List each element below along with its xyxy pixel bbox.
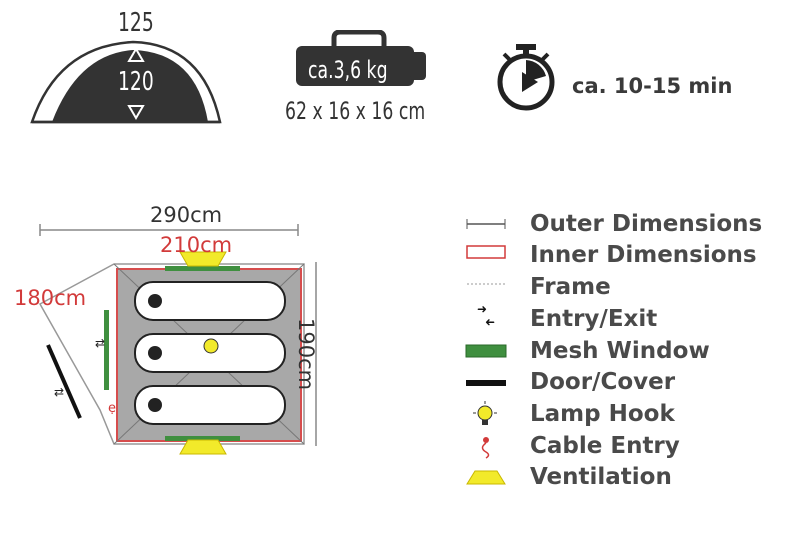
svg-text:⇄: ⇄ xyxy=(95,336,105,350)
ventilation-icon xyxy=(466,470,506,485)
legend-mesh: Mesh Window xyxy=(530,338,710,364)
legend-lamp: Lamp Hook xyxy=(530,401,675,427)
mesh-window-bottom xyxy=(165,436,240,441)
sleeping-bag xyxy=(134,281,286,425)
tent-dome-icon xyxy=(30,40,222,124)
pack-bag-icon xyxy=(296,30,426,86)
pack-weight: ca.3,6 kg xyxy=(308,56,388,84)
entry-exit-arrows: ➜➜ xyxy=(477,302,495,328)
inner-dimension-rect xyxy=(466,245,506,259)
stopwatch-icon xyxy=(497,44,555,111)
outer-dimension-line xyxy=(466,219,506,229)
legend-frame: Frame xyxy=(530,274,611,300)
legend-outer: Outer Dimensions xyxy=(530,211,763,237)
length-label: 190cm xyxy=(294,318,318,391)
lamp-icon xyxy=(203,338,219,354)
legend-door: Door/Cover xyxy=(530,369,676,395)
cable-entry-icon xyxy=(481,437,490,459)
outer-height-label: 125 xyxy=(118,8,154,38)
svg-text:➜: ➜ xyxy=(477,302,487,316)
door-cover-bar xyxy=(466,380,506,386)
legend-inner: Inner Dimensions xyxy=(530,242,757,268)
inner-width-label: 210cm xyxy=(160,233,233,257)
legend-entry: Entry/Exit xyxy=(530,306,658,332)
floor-plan: ⇄ ⇄ ẹ xyxy=(38,224,317,455)
mesh-window-bar xyxy=(465,344,507,358)
svg-text:➜: ➜ xyxy=(485,315,495,328)
svg-text:⇄: ⇄ xyxy=(54,385,64,399)
cable-entry-icon: ẹ xyxy=(108,401,116,416)
legend-cable: Cable Entry xyxy=(530,433,680,459)
legend-vent: Ventilation xyxy=(530,464,672,490)
mesh-window-top xyxy=(165,266,240,271)
door-cover xyxy=(46,344,82,419)
frame-dotted-line xyxy=(467,283,505,285)
vestibule-depth-label: 180cm xyxy=(14,286,87,310)
ventilation-bottom xyxy=(179,439,227,455)
mesh-window-side xyxy=(104,310,109,390)
lamp-icon xyxy=(473,401,497,425)
ventilation-top xyxy=(179,251,227,267)
pack-size: 62 x 16 x 16 cm xyxy=(285,97,426,125)
inner-height-label: 120 xyxy=(118,67,154,97)
outer-width-label: 290cm xyxy=(150,203,223,227)
pitch-time: ca. 10-15 min xyxy=(572,74,733,98)
